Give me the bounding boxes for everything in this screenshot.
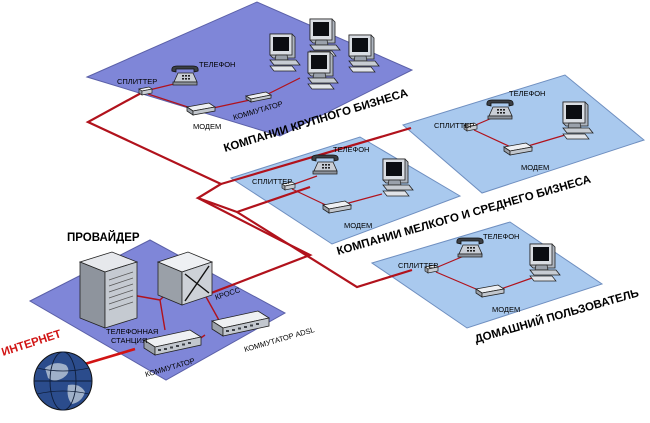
modem-label: МОДЕМ [521,163,549,172]
modem-label: МОДЕМ [492,305,520,314]
internet-link [77,347,136,368]
provider-title: ПРОВАЙДЕР [67,231,140,244]
server-rack-icon [78,251,139,329]
link-large-business [85,91,311,214]
exchange-label-line2: СТАНЦИЯ [111,336,147,345]
link-home-user [236,211,413,289]
phone-label: ТЕЛЕФОН [483,232,519,241]
internet: ИНТЕРНЕТ [0,328,93,411]
medium-business-network-right: СПЛИТТЕР ТЕЛЕФОН МОДЕМ [434,89,594,172]
splitter-label: СПЛИТТЕР [434,121,474,130]
phone-label: ТЕЛЕФОН [199,60,235,69]
splitter-label: СПЛИТТЕР [117,77,157,86]
link-to-provider-cross [197,197,313,297]
modem-label: МОДЕМ [344,221,372,230]
cross-connect-icon [156,251,214,306]
phone-label: ТЕЛЕФОН [509,89,545,98]
globe-icon [33,351,93,411]
modem-label: МОДЕМ [193,122,221,131]
exchange-label-line1: ТЕЛЕФОННАЯ [106,327,158,336]
splitter-label: СПЛИТТЕР [252,177,292,186]
splitter-label: СПЛИТТЕР [398,261,438,270]
phone-label: ТЕЛЕФОН [333,145,369,154]
